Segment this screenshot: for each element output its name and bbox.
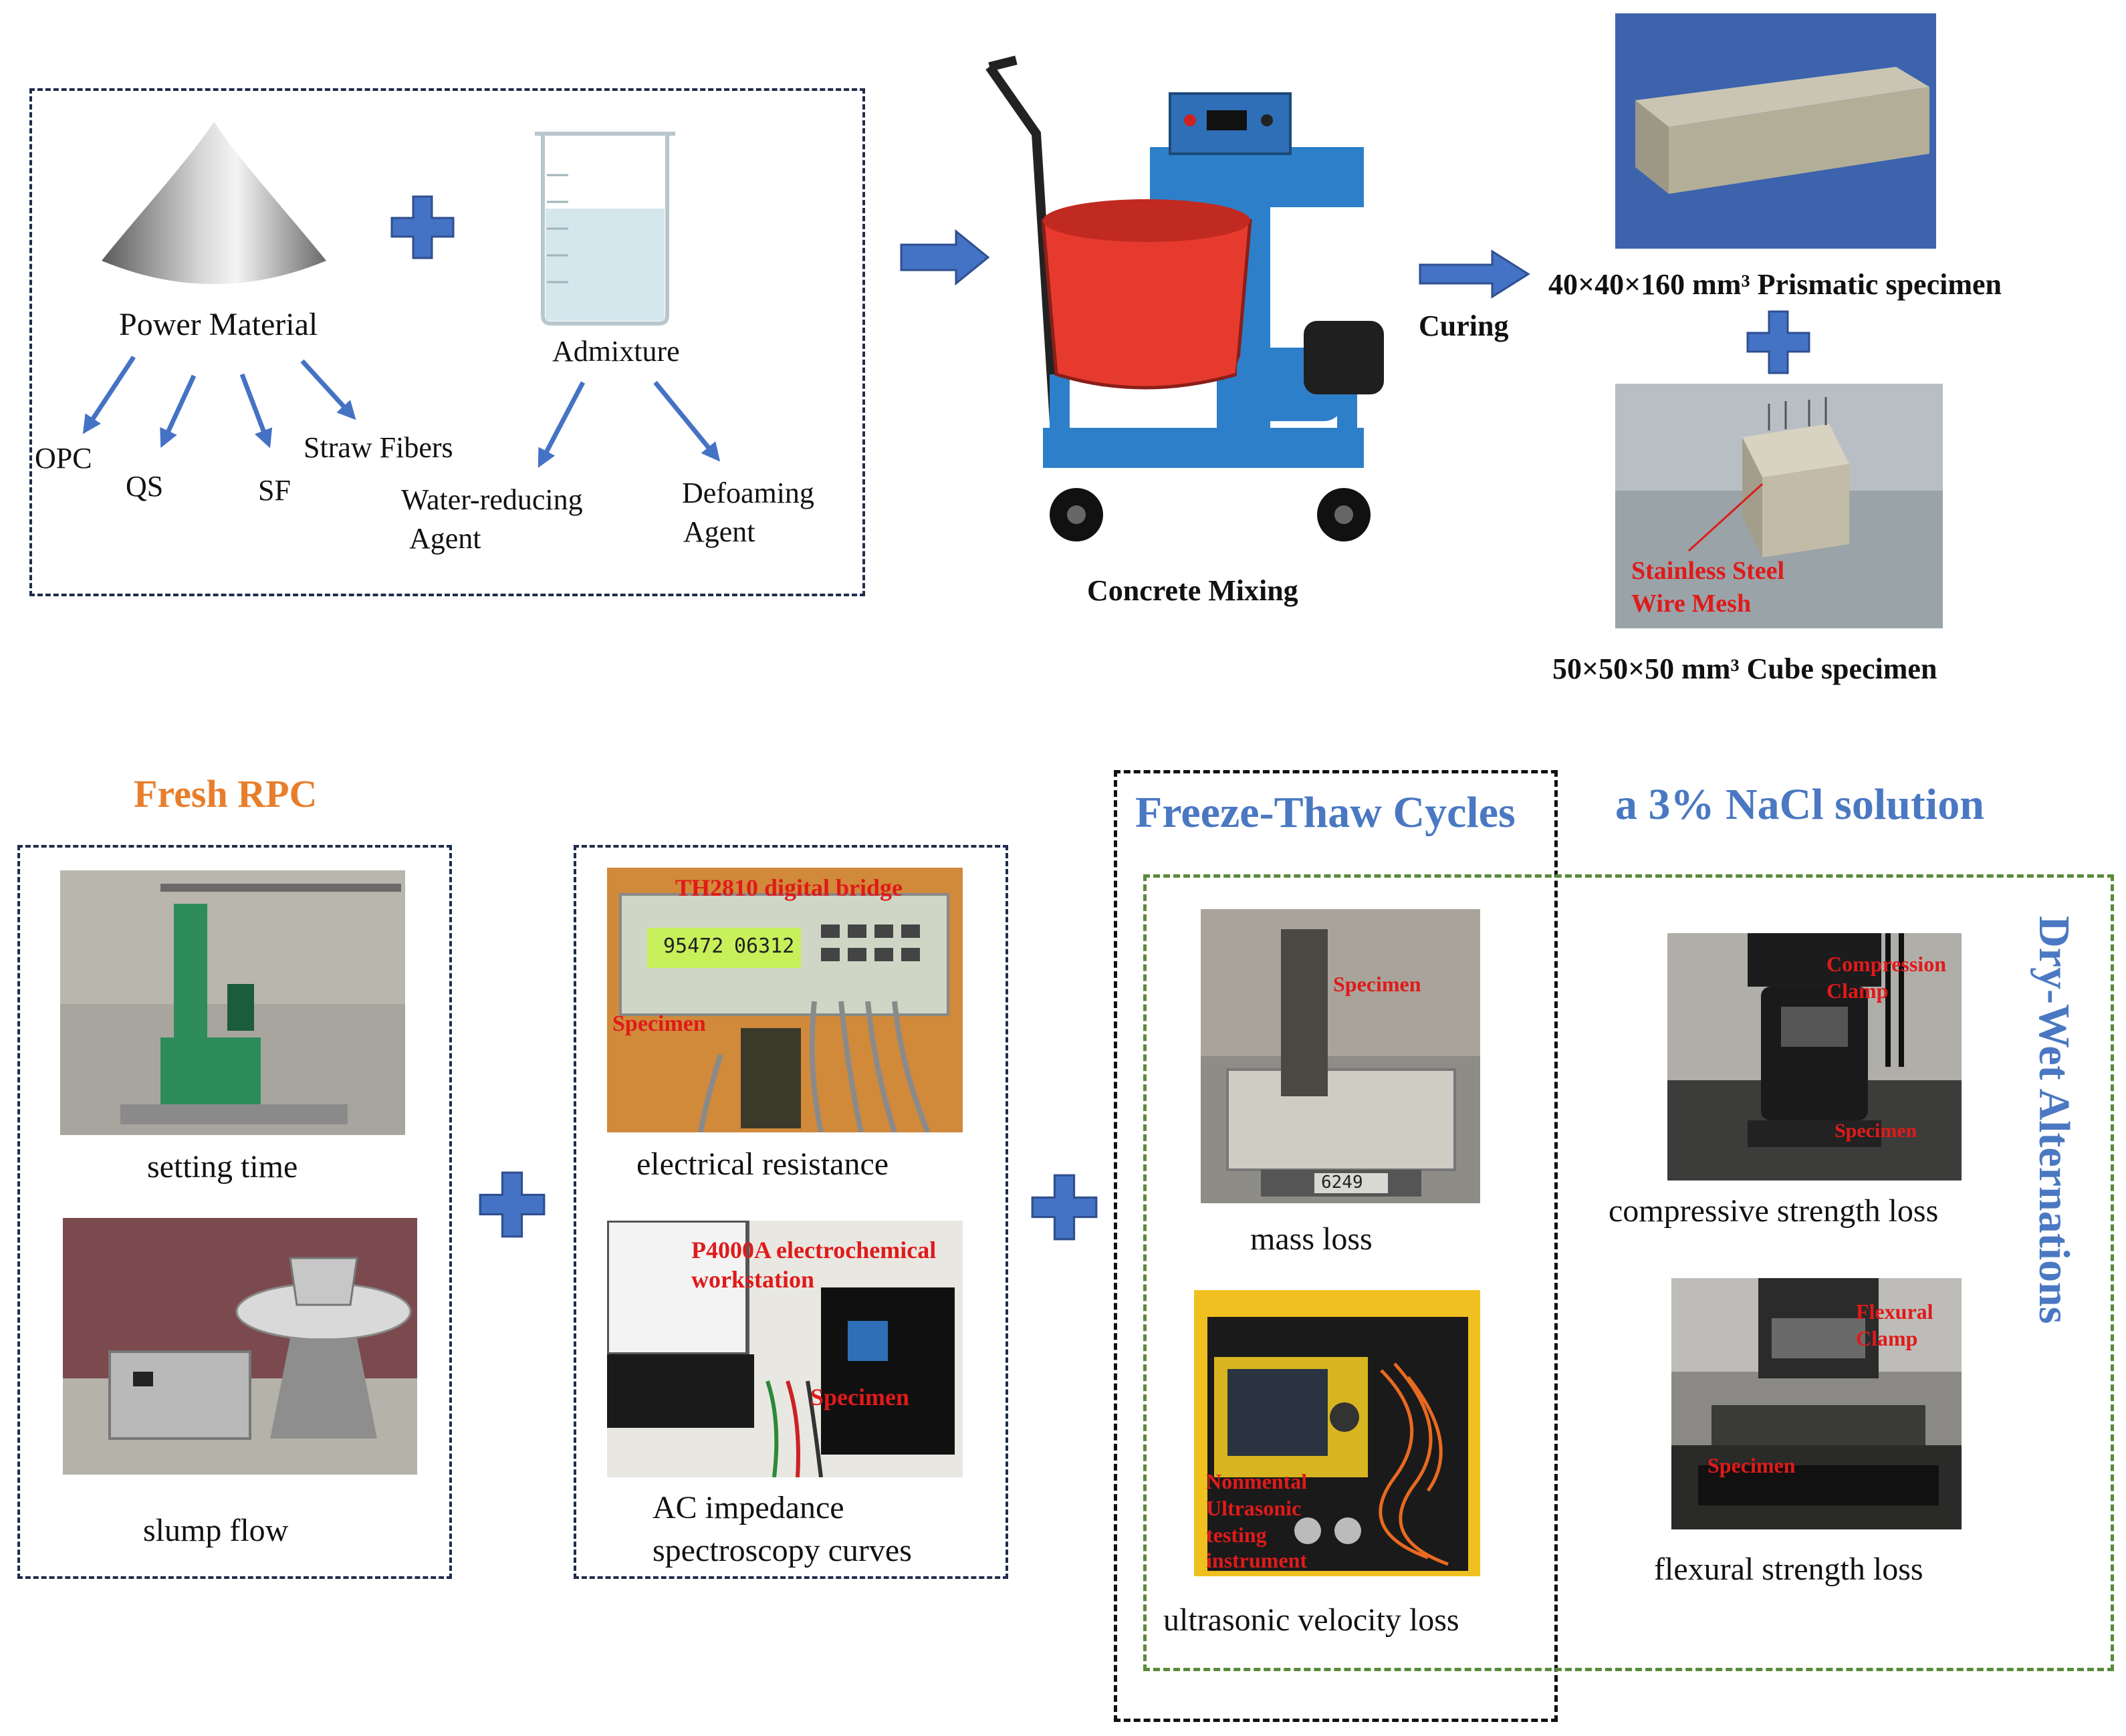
bridge-reading-2: 06312	[734, 935, 795, 958]
impedance-label-line1: AC impedance	[653, 1490, 844, 1525]
admixture-item-defoaming: Defoaming	[682, 477, 814, 509]
bridge-specimen-label: Specimen	[612, 1011, 706, 1036]
compression-clamp-line2: Clamp	[1826, 979, 1889, 1003]
ultrasonic-annotation-line4: instrument	[1206, 1548, 1308, 1572]
bridge-reading-1: 95472	[663, 935, 724, 958]
arrow-to-mixer-icon	[900, 229, 990, 286]
compressive-strength-loss-label: compressive strength loss	[1609, 1193, 1939, 1229]
nacl-title: a 3% NaCl solution	[1615, 780, 1984, 829]
flexural-test-photo	[1671, 1278, 1962, 1529]
cube-annotation-line2: Wire Mesh	[1631, 590, 1752, 618]
workstation-label-line2: workstation	[691, 1266, 815, 1293]
ultrasonic-instrument-photo	[1194, 1290, 1480, 1576]
mass-specimen-label: Specimen	[1333, 972, 1421, 996]
ultrasonic-velocity-loss-label: ultrasonic velocity loss	[1163, 1602, 1459, 1638]
digital-bridge-photo: 95472 06312	[607, 868, 963, 1132]
flexural-clamp-line1: Flexural	[1856, 1299, 1933, 1324]
flexural-specimen-label: Specimen	[1707, 1453, 1796, 1477]
bridge-label: TH2810 digital bridge	[675, 874, 903, 901]
beaker-icon	[535, 132, 675, 326]
prism-specimen-label: 40×40×160 mm³ Prismatic specimen	[1548, 268, 2002, 301]
slump-flow-label: slump flow	[143, 1513, 289, 1548]
slump-flow-photo	[63, 1218, 417, 1475]
powder-material-label: Power Material	[119, 307, 318, 342]
workstation-specimen-label: Specimen	[810, 1384, 909, 1410]
flexural-strength-loss-label: flexural strength loss	[1654, 1552, 1923, 1587]
ultrasonic-annotation-line2: Ultrasonic	[1206, 1496, 1302, 1520]
cube-specimen-label: 50×50×50 mm³ Cube specimen	[1552, 652, 1937, 685]
cube-annotation-line1: Stainless Steel	[1631, 557, 1785, 585]
flexural-clamp-line2: Clamp	[1856, 1326, 1918, 1350]
raw-materials-box	[29, 88, 865, 596]
compression-clamp-line1: Compression	[1826, 952, 1946, 976]
arrow-to-curing-icon	[1419, 249, 1530, 299]
scale-reading: 6249	[1321, 1172, 1363, 1193]
admixture-label: Admixture	[552, 335, 680, 368]
curing-label: Curing	[1419, 309, 1509, 342]
dry-wet-title: Dry-Wet Alternations	[2030, 916, 2079, 1324]
plus-icon	[1031, 1174, 1098, 1241]
powder-item-qs: QS	[126, 470, 164, 503]
ultrasonic-annotation-line1: Nonmental	[1206, 1469, 1308, 1493]
prism-specimen-photo	[1615, 13, 1936, 249]
admixture-item-water-reducing: Water-reducing	[401, 483, 583, 516]
freeze-thaw-box	[1114, 770, 1558, 1722]
plus-icon	[390, 195, 455, 259]
ultrasonic-annotation-line3: testing	[1206, 1523, 1267, 1547]
electrochemical-workstation-photo	[607, 1221, 963, 1477]
plus-icon	[1746, 310, 1810, 374]
powder-item-sf: SF	[258, 474, 291, 507]
electrical-tests-box	[574, 845, 1008, 1579]
dry-wet-box	[1143, 874, 2114, 1671]
compression-specimen-label: Specimen	[1835, 1120, 1917, 1142]
admixture-branch-arrows	[538, 380, 721, 468]
concrete-mixer-image	[985, 55, 1384, 541]
fresh-properties-box	[17, 845, 452, 1579]
electrical-resistance-label: electrical resistance	[636, 1146, 889, 1182]
mass-loss-label: mass loss	[1250, 1221, 1373, 1257]
powder-branch-arrows	[82, 356, 356, 449]
workstation-label-line1: P4000A electrochemical	[691, 1237, 937, 1263]
freeze-thaw-title: Freeze-Thaw Cycles	[1135, 788, 1516, 837]
powder-cone-icon	[102, 122, 326, 284]
powder-item-opc: OPC	[35, 442, 92, 475]
cube-specimen-photo	[1615, 384, 1943, 628]
powder-item-straw-fibers: Straw Fibers	[304, 431, 453, 464]
concrete-mixing-label: Concrete Mixing	[1087, 574, 1298, 607]
fresh-rpc-title: Fresh RPC	[134, 772, 318, 816]
setting-time-label: setting time	[147, 1149, 298, 1185]
impedance-label-line2: spectroscopy curves	[653, 1533, 912, 1568]
mass-loss-photo: 6249	[1201, 909, 1480, 1203]
setting-time-photo	[60, 870, 405, 1135]
admixture-item-defoaming-2: Agent	[683, 515, 755, 548]
admixture-item-water-reducing-2: Agent	[409, 522, 481, 555]
compression-test-photo	[1667, 933, 1962, 1181]
plus-icon	[479, 1171, 546, 1238]
